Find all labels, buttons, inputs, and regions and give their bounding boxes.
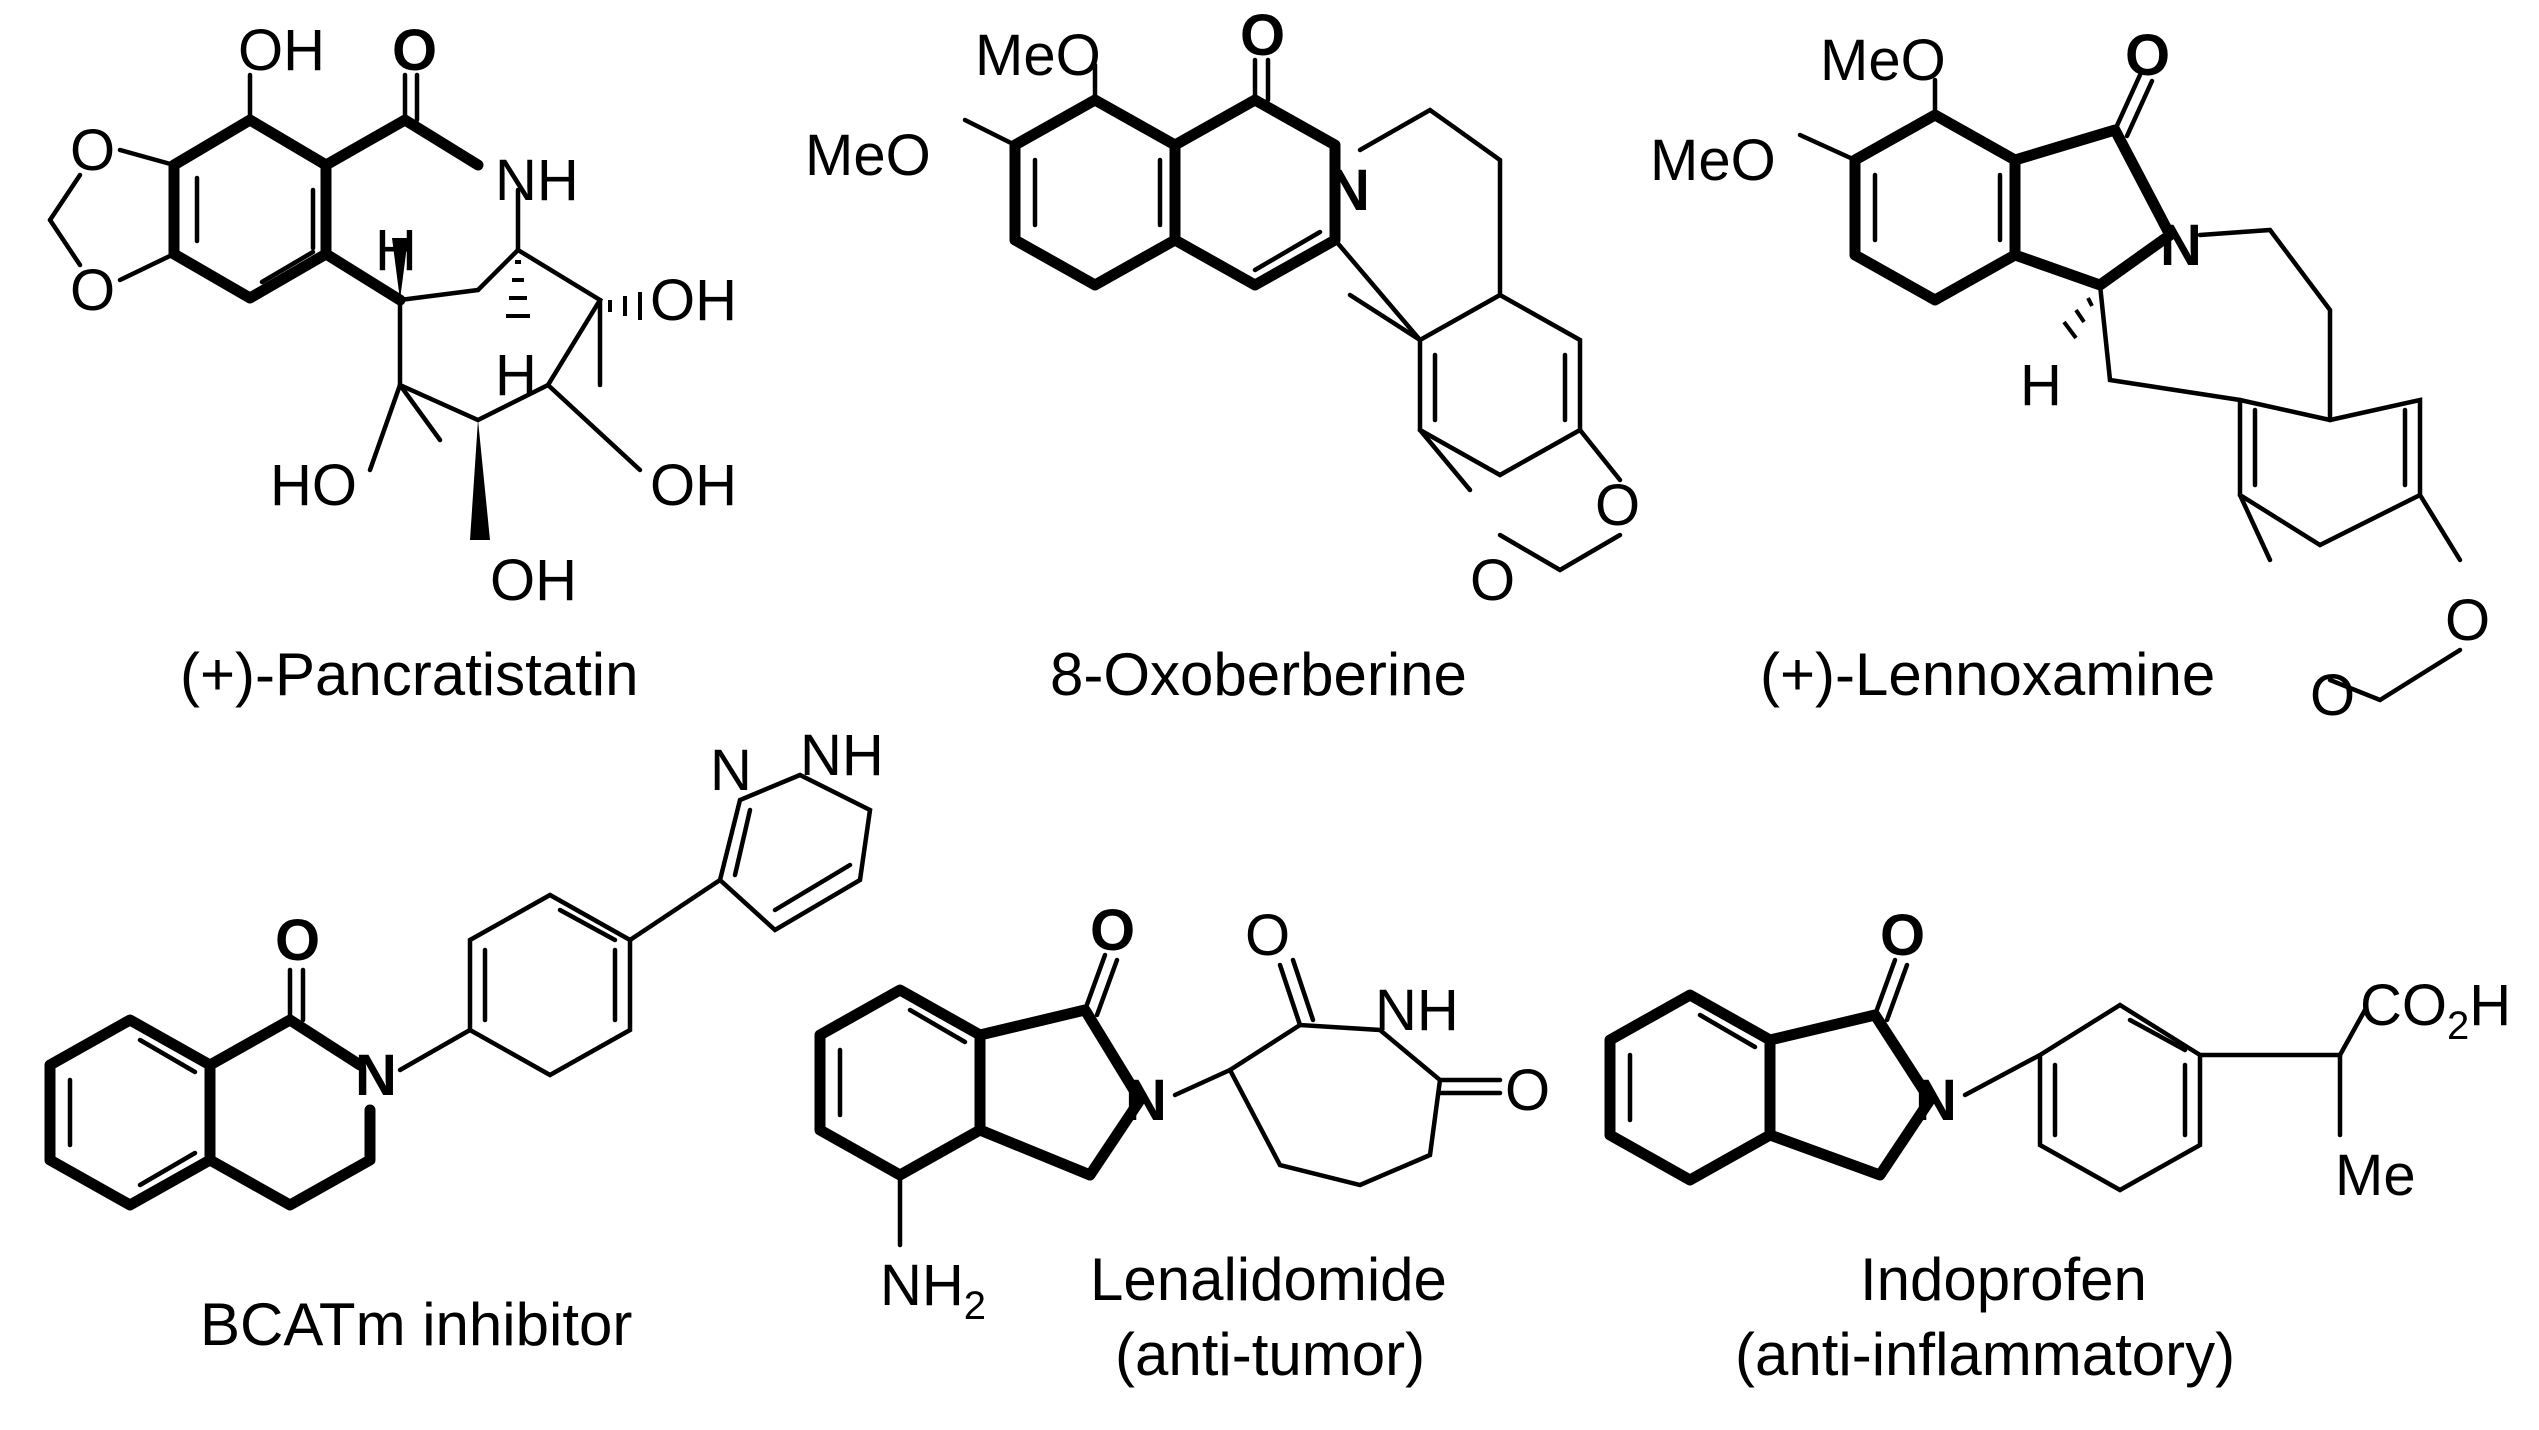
atom-o: O <box>2310 663 2355 728</box>
atom-ho: HO <box>270 453 357 518</box>
atom-o: O <box>1245 903 1290 968</box>
atom-meo: MeO <box>805 123 931 188</box>
compound-note: (anti-inflammatory) <box>1735 1321 2235 1388</box>
atom-oh: OH <box>650 453 737 518</box>
atom-n: N <box>1328 158 1370 223</box>
compound-name: (+)-Lennoxamine <box>1760 641 2215 708</box>
compound-name: Lenalidomide <box>1090 1246 1447 1313</box>
compound-name: BCATm inhibitor <box>200 1291 632 1358</box>
compound-name: Indoprofen <box>1860 1246 2147 1313</box>
atom-meo: MeO <box>975 23 1101 88</box>
structure-lennoxamine: MeO MeO O N H O O (+)-Lennoxamine <box>1650 23 2490 728</box>
atom-n: N <box>1915 1068 1957 1133</box>
structure-indoprofen: O N CO2H Me Indoprofen (anti-inflammator… <box>1604 903 2511 1388</box>
atom-o: O <box>70 118 115 183</box>
atom-nh: NH <box>495 148 579 213</box>
atom-me: Me <box>2335 1143 2416 1208</box>
atom-o: O <box>70 258 115 323</box>
atom-nh: NH <box>800 723 884 788</box>
atom-o: O <box>275 908 320 973</box>
atom-o: O <box>1470 548 1515 613</box>
atom-n: N <box>710 738 752 803</box>
structure-lenalidomide: O N NH2 O NH O Lenalidomide (anti-tumor) <box>814 898 1550 1388</box>
atom-h: H <box>2020 353 2062 418</box>
structure-8-oxoberberine: MeO MeO O N O O 8-Oxoberberine <box>805 3 1640 708</box>
hash-bond <box>2062 297 2094 340</box>
compound-name: (+)-Pancratistatin <box>180 641 639 708</box>
structure-bcatm-inhibitor: O N N NH BCATm inhibitor <box>44 723 884 1358</box>
compound-name: 8-Oxoberberine <box>1050 641 1467 708</box>
atom-meo: MeO <box>1820 28 1946 93</box>
hash-oh-right <box>608 292 642 320</box>
atom-nh: NH <box>1375 978 1459 1043</box>
atom-n: N <box>355 1043 397 1108</box>
atom-o: O <box>2125 23 2170 88</box>
atom-o: O <box>2445 588 2490 653</box>
atom-oh: OH <box>238 18 325 83</box>
atom-o: O <box>1240 3 1285 68</box>
structure-pancratistatin: OH O NH H H OH OH HO OH O O (+)-Pancrati… <box>47 18 737 708</box>
hash-bond <box>506 260 530 318</box>
atom-o: O <box>1505 1058 1550 1123</box>
atom-n: N <box>2160 213 2202 278</box>
atom-oh: OH <box>490 548 577 613</box>
atom-co2h: CO2H <box>2360 973 2511 1048</box>
atom-oh: OH <box>650 268 737 333</box>
atom-h: H <box>375 218 417 283</box>
atom-n: N <box>1125 1068 1167 1133</box>
atom-meo: MeO <box>1650 128 1776 193</box>
compound-note: (anti-tumor) <box>1115 1321 1425 1388</box>
atom-o: O <box>1595 473 1640 538</box>
atom-h: H <box>495 343 537 408</box>
atom-nh2: NH2 <box>880 1253 986 1328</box>
atom-o: O <box>1090 898 1135 963</box>
atom-o: O <box>1880 903 1925 968</box>
atom-o: O <box>392 18 437 83</box>
